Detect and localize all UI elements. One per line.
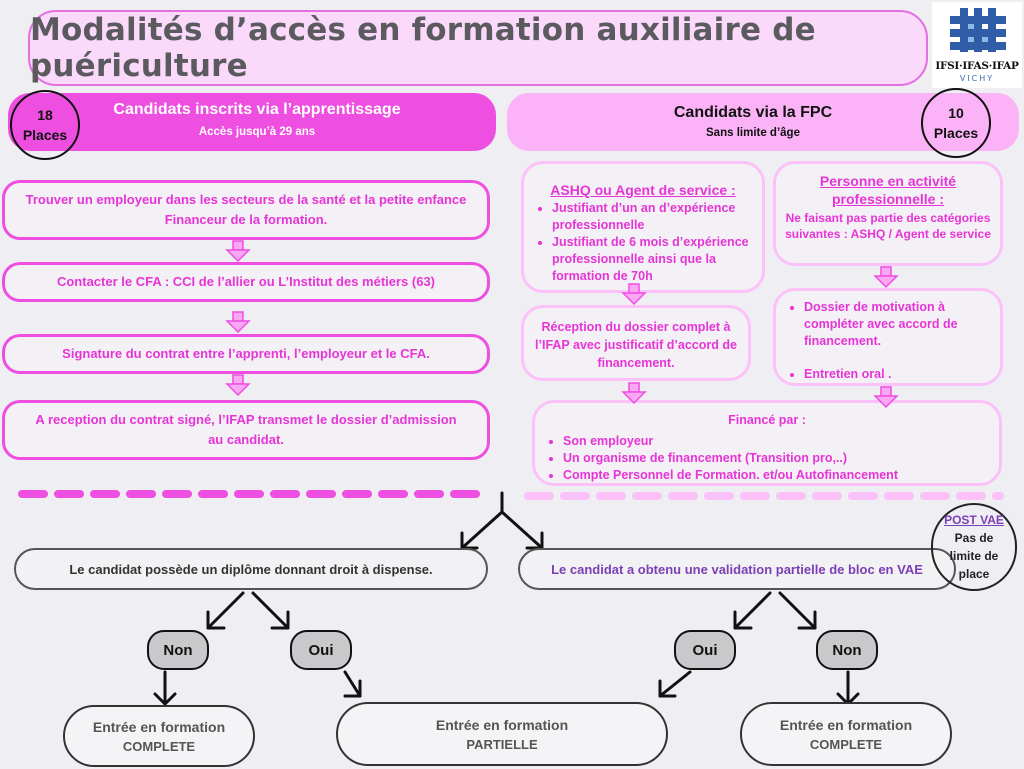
step-contact-cfa: Contacter le CFA : CCI de l’allier ou L’…: [2, 262, 490, 302]
entry-prefix: Entrée en formation: [779, 716, 913, 733]
list-item: Dossier de motivation à compléter avec a…: [804, 299, 1000, 350]
step-text: A reception du contrat signé, l’IFAP tra…: [35, 412, 457, 427]
post-vae-text: Pas de limite de place: [949, 531, 999, 581]
down-arrow-icon: [874, 266, 898, 288]
fpc-subtitle: Sans limite d’âge: [706, 127, 800, 139]
list-item: Entretien oral .: [804, 366, 1000, 383]
post-vae-title: POST VAE: [944, 513, 1004, 527]
down-arrow-icon: [622, 283, 646, 305]
left-places-badge: 18 Places: [10, 90, 80, 160]
step-text: Trouver un employeur dans les secteurs d…: [25, 192, 467, 207]
entry-partial-label: PARTIELLE: [466, 736, 538, 752]
down-arrow-icon: [874, 386, 898, 408]
right-places-badge: 10 Places: [921, 88, 991, 158]
step-sign-contract: Signature du contrat entre l’apprenti, l…: [2, 334, 490, 374]
entry-complete-right: Entrée en formation COMPLETE: [740, 702, 952, 766]
answer-no-label: Non: [163, 641, 193, 659]
list-item: Justifiant de 6 mois d’expérience profes…: [552, 234, 762, 285]
motivation-box: Dossier de motivation à compléter avec a…: [773, 288, 1003, 386]
step-text: Signature du contrat entre l’apprenti, l…: [62, 346, 430, 361]
down-arrow-icon: [226, 374, 250, 396]
left-places-label: Places: [22, 127, 68, 143]
ashq-list: Justifiant d’un an d’expérience professi…: [524, 200, 762, 285]
answer-no-left: Non: [147, 630, 209, 670]
list-item: Son employeur: [563, 433, 999, 450]
step-find-employer: Trouver un employeur dans les secteurs d…: [2, 180, 490, 240]
entry-complete-label: COMPLETE: [809, 736, 883, 752]
reception-box: Réception du dossier complet à l’IFAP av…: [521, 305, 751, 381]
apprenticeship-title: Candidats inscrits via l’apprentissage: [113, 101, 401, 118]
page-title-banner: Modalités d’accès en formation auxiliair…: [28, 10, 928, 86]
ashq-heading: ASHQ ou Agent de service :: [550, 182, 736, 198]
right-places-label: Places: [933, 125, 979, 141]
entry-partial: Entrée en formation PARTIELLE: [336, 702, 668, 766]
right-places-count: 10: [948, 105, 964, 121]
apprenticeship-header: Candidats inscrits via l’apprentissage A…: [8, 93, 496, 151]
logo-text: IFSI·IFAS·IFAP: [935, 60, 1019, 72]
logo-city: VICHY: [959, 74, 995, 83]
fpc-title: Candidats via la FPC: [673, 104, 833, 121]
entry-complete-left: Entrée en formation COMPLETE: [63, 705, 255, 767]
financing-box: Financé par : Son employeur Un organisme…: [532, 400, 1002, 486]
list-item: Un organisme de financement (Transition …: [563, 450, 999, 467]
answer-yes-right: Oui: [674, 630, 736, 670]
logo-grid-icon: [950, 8, 1006, 52]
motivation-list: Dossier de motivation à compléter avec a…: [776, 299, 1000, 383]
list-item: Justifiant d’un an d’expérience professi…: [552, 200, 762, 234]
ashq-box: ASHQ ou Agent de service : Justifiant d’…: [521, 161, 765, 293]
condition-vae: Le candidat a obtenu une validation part…: [518, 548, 956, 590]
step-text: Financeur de la formation.: [164, 212, 328, 227]
activity-heading: Personne en activité professionnelle :: [819, 173, 957, 207]
condition-diploma: Le candidat possède un diplôme donnant d…: [14, 548, 488, 590]
reception-text: Réception du dossier complet à l’IFAP av…: [535, 320, 737, 370]
post-vae-badge: POST VAE Pas de limite de place: [931, 503, 1017, 591]
answer-no-right: Non: [816, 630, 878, 670]
down-arrow-icon: [226, 240, 250, 262]
activity-box: Personne en activité professionnelle : N…: [773, 161, 1003, 266]
list-item: Compte Personnel de Formation. et/ou Aut…: [563, 467, 999, 484]
entry-prefix: Entrée en formation: [435, 716, 569, 733]
financing-list: Son employeur Un organisme de financemen…: [535, 433, 999, 484]
entry-complete-label: COMPLETE: [122, 738, 196, 754]
institution-logo: IFSI·IFAS·IFAP VICHY: [932, 2, 1022, 88]
step-text: au candidat.: [208, 432, 284, 447]
page-title: Modalités d’accès en formation auxiliair…: [30, 12, 816, 84]
down-arrow-icon: [226, 311, 250, 333]
entry-prefix: Entrée en formation: [92, 718, 226, 735]
down-arrow-icon: [622, 382, 646, 404]
answer-yes-left: Oui: [290, 630, 352, 670]
apprenticeship-subtitle: Accès jusqu’à 29 ans: [198, 126, 316, 138]
condition-diploma-text: Le candidat possède un diplôme donnant d…: [69, 561, 433, 577]
answer-no-label: Non: [832, 641, 862, 659]
answer-yes-label: Oui: [692, 641, 718, 659]
financing-heading: Financé par :: [728, 413, 806, 427]
condition-vae-text: Le candidat a obtenu une validation part…: [551, 561, 923, 577]
left-places-count: 18: [37, 107, 53, 123]
activity-text: Ne faisant pas partie des catégories sui…: [785, 211, 991, 241]
step-text: Contacter le CFA : CCI de l’allier ou L’…: [56, 274, 436, 289]
step-receive-contract: A reception du contrat signé, l’IFAP tra…: [2, 400, 490, 460]
answer-yes-label: Oui: [308, 641, 334, 659]
